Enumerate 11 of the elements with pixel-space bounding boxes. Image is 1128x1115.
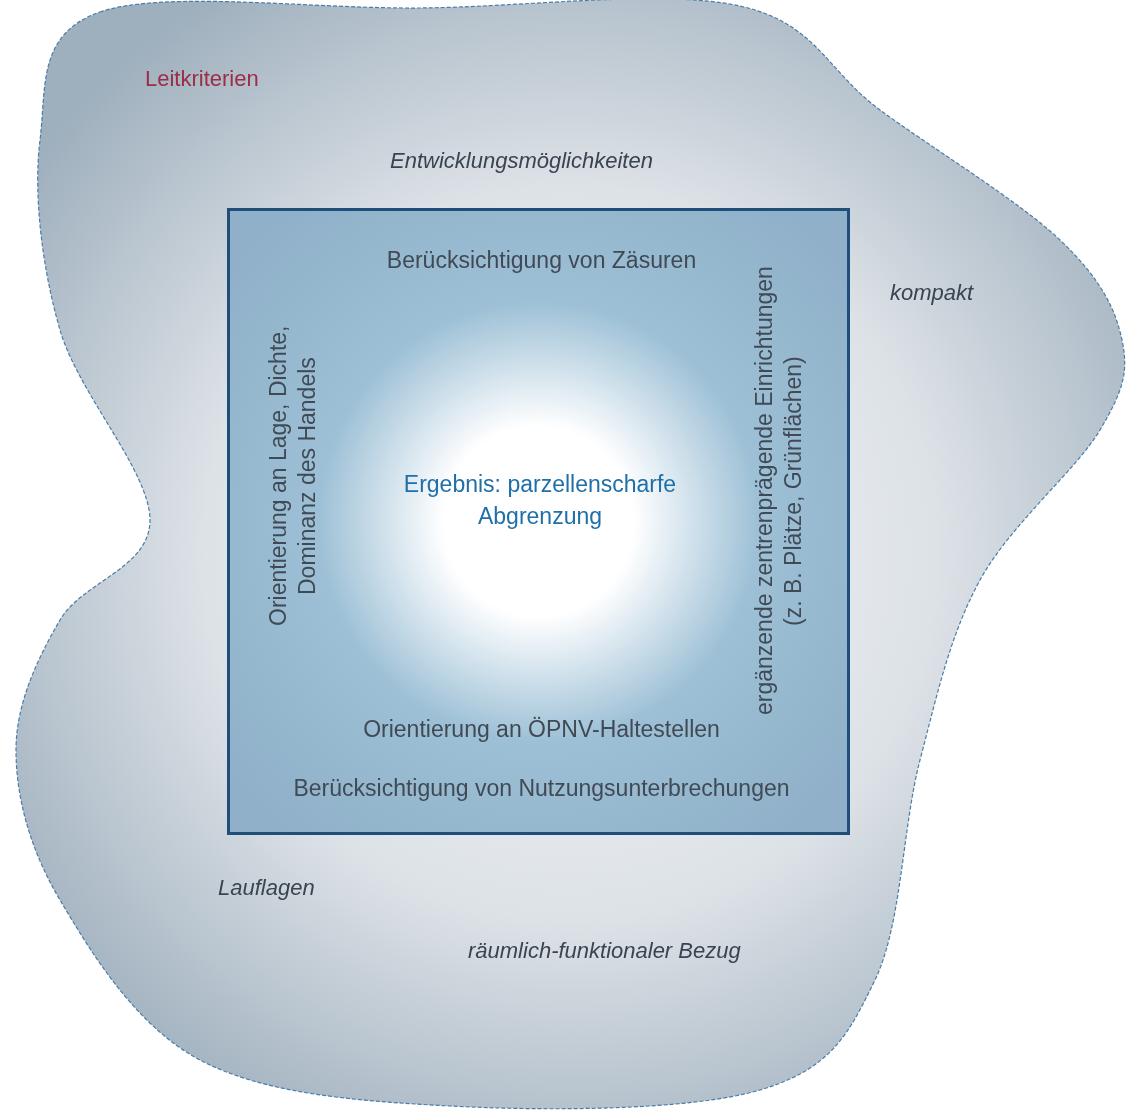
criterion-label: Orientierung an ÖPNV-Haltestellen [362,716,721,743]
criterion-label: Berücksichtigung von Nutzungsunterbrechungen [292,775,791,802]
criterion-label: Lauflagen [218,875,315,901]
criterion-label: Entwicklungsmöglichkeiten [390,148,653,174]
criterion-label: ergänzende zentrenprägende Einrichtungen (z. B. Plätze, Grünflächen) [750,265,807,718]
criterion-label: kompakt [890,280,974,306]
criteria-frame [227,208,850,835]
criterion-label: Orientierung an Lage, Dichte, Dominanz des Handels [264,324,321,629]
heading: Leitkriterien [145,66,259,92]
result-text: Ergebnis: parzellenscharfe Abgrenzung [402,470,678,532]
criterion-label: räumlich-funktionaler Bezug [468,938,741,964]
